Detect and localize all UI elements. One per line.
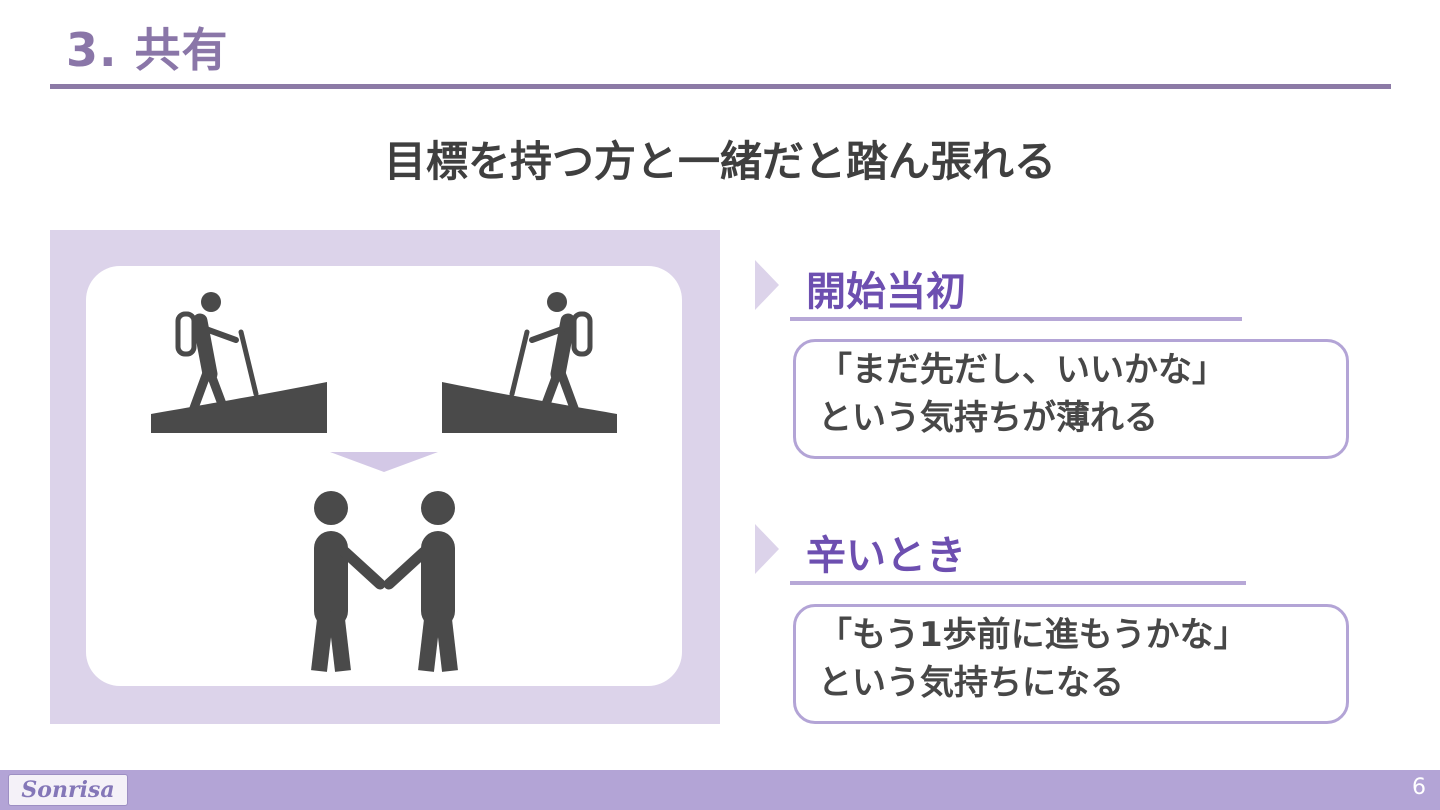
point-rule bbox=[790, 581, 1246, 585]
illustration-card bbox=[86, 266, 682, 686]
main-heading: 目標を持つ方と一緒だと踏ん張れる bbox=[383, 137, 1056, 186]
callout-line: 「まだ先だし、いいかな」 bbox=[818, 350, 1226, 390]
point-rule bbox=[790, 317, 1242, 321]
section-title: 3. 共有 bbox=[66, 23, 229, 77]
point-heading-hard-times: 辛いとき bbox=[806, 533, 966, 579]
hiker-icon bbox=[151, 292, 327, 433]
chevron-right-icon bbox=[755, 260, 779, 310]
title-rule bbox=[50, 84, 1391, 89]
illustration bbox=[151, 292, 617, 672]
logo: Sonrisa bbox=[8, 774, 128, 806]
down-triangle-icon bbox=[330, 452, 438, 472]
page-number: 6 bbox=[1412, 775, 1426, 800]
callout-line: という気持ちになる bbox=[818, 663, 1124, 703]
callout-line: 「もう1歩前に進もうかな」 bbox=[818, 615, 1248, 655]
point-heading-start: 開始当初 bbox=[806, 269, 966, 315]
callout-start: 「まだ先だし、いいかな」 という気持ちが薄れる bbox=[793, 339, 1349, 459]
hiker-icon bbox=[442, 292, 617, 433]
logo-text: Sonrisa bbox=[21, 777, 115, 803]
handshake-icon bbox=[311, 491, 458, 672]
callout-line: という気持ちが薄れる bbox=[818, 398, 1158, 438]
callout-hard-times: 「もう1歩前に進もうかな」 という気持ちになる bbox=[793, 604, 1349, 724]
footer-bar bbox=[0, 770, 1440, 810]
chevron-right-icon bbox=[755, 524, 779, 574]
